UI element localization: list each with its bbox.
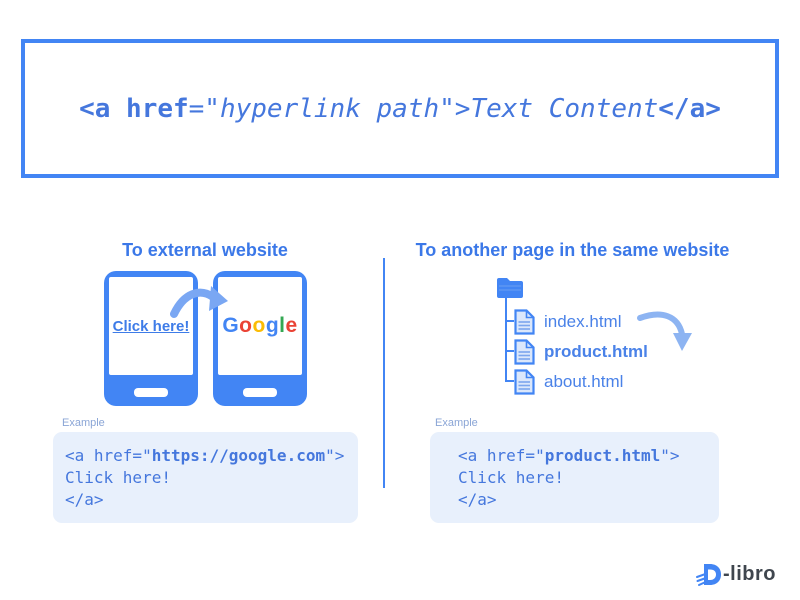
code-line: <a href="https://google.com"> xyxy=(65,446,345,465)
phone-screen: Click here! xyxy=(109,277,193,375)
brand-logo-text: -libro xyxy=(723,563,776,585)
folder-icon xyxy=(497,278,523,298)
section-divider xyxy=(383,258,385,488)
code-line: <a href="product.html"> xyxy=(458,446,680,465)
code-line: </a> xyxy=(458,490,497,509)
home-button xyxy=(134,388,168,397)
tree-branch-line xyxy=(505,380,514,382)
tree-branch-line xyxy=(505,350,514,352)
file-icon xyxy=(514,369,535,395)
tree-branch-line xyxy=(505,320,514,322)
tree-item-product: product.html xyxy=(514,339,648,365)
tree-item-about: about.html xyxy=(514,369,623,395)
click-here-link: Click here! xyxy=(112,317,190,335)
example-label-right: Example xyxy=(435,417,478,429)
tree-trunk-line xyxy=(505,297,507,382)
anchor-syntax-code: <a href="hyperlink path">Text Content</a… xyxy=(79,93,721,124)
home-button xyxy=(243,388,277,397)
d-libro-logo-mark-icon xyxy=(696,564,721,586)
file-label-index: index.html xyxy=(544,312,622,331)
file-icon xyxy=(514,309,535,335)
syntax-box: <a href="hyperlink path">Text Content</a… xyxy=(21,39,779,178)
same-website-heading: To another page in the same website xyxy=(415,240,730,260)
code-line: Click here! xyxy=(65,468,171,487)
example-code-box-external: <a href="https://google.com"> Click here… xyxy=(53,432,358,523)
tree-item-index: index.html xyxy=(514,309,621,335)
file-label-product: product.html xyxy=(544,342,648,361)
curved-arrow-icon xyxy=(170,286,228,318)
external-website-heading: To external website xyxy=(122,240,288,260)
file-icon xyxy=(514,339,535,365)
curved-arrow-icon xyxy=(637,311,692,351)
phone-destination-illustration: Google xyxy=(213,271,307,406)
phone-screen: Google xyxy=(218,277,302,375)
code-line: Click here! xyxy=(458,468,564,487)
google-logo: Google xyxy=(222,314,298,337)
example-code-box-internal: <a href="product.html"> Click here! </a> xyxy=(430,432,719,523)
code-line: </a> xyxy=(65,490,104,509)
brand-logo: -libro xyxy=(695,561,776,588)
file-label-about: about.html xyxy=(544,372,624,391)
example-label-left: Example xyxy=(62,417,105,429)
phone-source-illustration: Click here! xyxy=(104,271,198,406)
